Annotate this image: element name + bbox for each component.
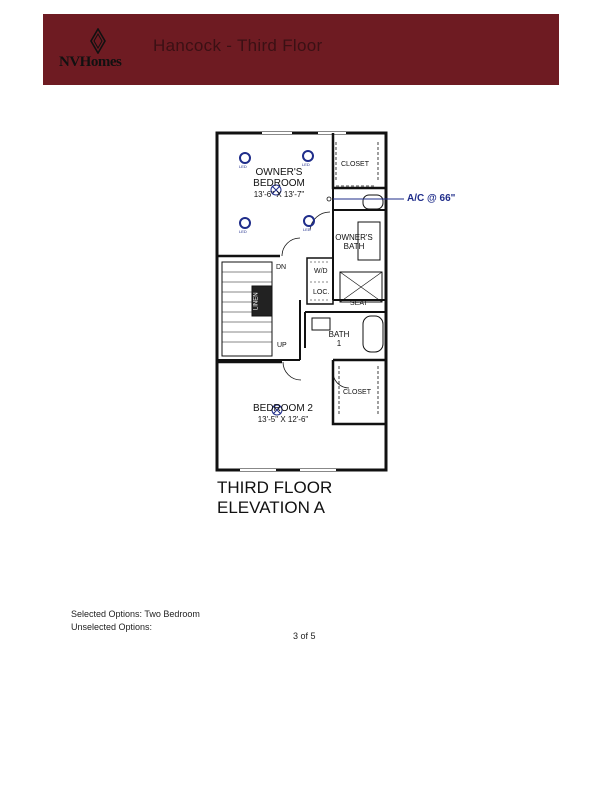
stair-up-label: UP — [277, 342, 287, 349]
led-light-1 — [239, 152, 251, 164]
floor-title-line2: ELEVATION A — [217, 498, 326, 518]
shower-x — [339, 271, 383, 303]
laundry-closet — [306, 257, 334, 305]
led-label-3: LED — [239, 229, 247, 234]
owners-tub — [362, 194, 384, 210]
laundry-dash — [310, 261, 330, 301]
seat-label: SEAT — [350, 300, 368, 307]
bath1-label-2: 1 — [336, 339, 342, 348]
header-band: NVHomes Hancock - Third Floor — [43, 14, 559, 85]
linen-closet — [251, 285, 273, 317]
stair-treads — [222, 271, 272, 343]
stair-hall-wall — [217, 300, 301, 361]
owners-sink — [357, 221, 381, 261]
loc-label: LOC. — [313, 289, 330, 296]
ceiling-fan-bedroom2 — [271, 404, 283, 416]
page-number: 3 of 5 — [293, 631, 316, 641]
bath1-tub — [362, 315, 384, 353]
led-label-2: LED — [302, 162, 310, 167]
bath1-label-1: BATH — [328, 330, 350, 339]
brand-name: NVHomes — [59, 54, 122, 70]
ac-marker — [326, 196, 332, 202]
ceiling-fan-owners — [270, 184, 282, 196]
bath1-walls — [304, 311, 386, 348]
owners-bedroom-name-2: BEDROOM — [253, 178, 305, 189]
closet-top-label: CLOSET — [341, 161, 370, 168]
owners-bath-label-1: OWNER'S — [335, 233, 373, 242]
owners-bedroom-dims: 13'-6" X 13'-7" — [253, 190, 305, 199]
bath1-sink — [311, 317, 331, 331]
floor-title-line1: THIRD FLOOR — [217, 478, 333, 497]
led-light-2 — [302, 150, 314, 162]
wd-label: W/D — [314, 268, 328, 275]
unselected-options: Unselected Options: — [71, 621, 153, 632]
stair-dn-label: DN — [276, 264, 287, 271]
closet-bottom-walls — [331, 358, 386, 426]
bedroom2-dims: 13'-5" X 12'-6" — [257, 415, 309, 424]
owners-bedroom-name-1: OWNER'S — [255, 167, 303, 178]
linen-label: LINEN — [253, 292, 260, 311]
brand-diamond-icon — [90, 28, 106, 54]
door-swing-owners — [281, 237, 301, 257]
closet-bottom-door — [338, 366, 379, 416]
door-swing-closet — [332, 371, 350, 389]
led-label-4: LED — [303, 227, 311, 232]
bedroom2-name: BEDROOM 2 — [252, 403, 313, 414]
closet-bottom-label: CLOSET — [343, 389, 372, 396]
led-light-3 — [239, 217, 251, 229]
door-swing-bath — [309, 211, 331, 231]
ac-callout-label: A/C @ 66" — [407, 193, 456, 204]
owners-bath-label-2: BATH — [343, 242, 365, 251]
led-label-1: LED — [239, 164, 247, 169]
brand-logo: NVHomes — [59, 28, 139, 72]
shower — [339, 271, 383, 303]
selected-options: Selected Options: Two Bedroom — [71, 609, 200, 619]
led-light-4 — [303, 215, 315, 227]
door-swing-bedroom2 — [282, 361, 302, 381]
closet-top-door — [335, 142, 379, 187]
floor-title: THIRD FLOOR ELEVATION A — [217, 478, 332, 518]
page-title: Hancock - Third Floor — [153, 36, 323, 55]
options-block: Selected Options: Two Bedroom Unselected… — [71, 608, 200, 633]
